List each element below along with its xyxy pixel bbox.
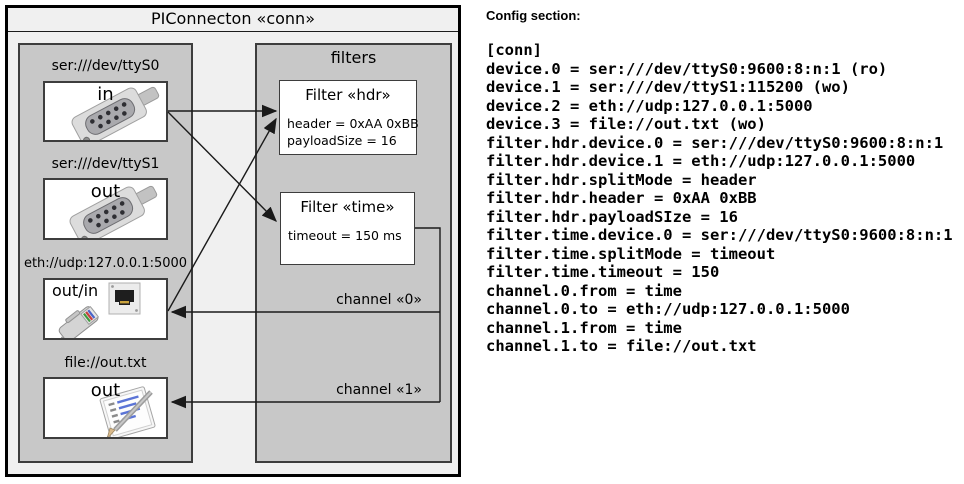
port-label: out: [90, 181, 121, 202]
device-label-file: file://out.txt: [64, 355, 147, 371]
ethernet-connector-icon: [57, 282, 141, 338]
channel-0-label: channel «0»: [336, 292, 422, 308]
filters-panel-title: filters: [330, 48, 377, 67]
device-label-eth: eth://udp:127.0.0.1:5000: [23, 256, 188, 271]
frame-title: PIConnecton «conn»: [151, 9, 315, 28]
config-heading: Config section:: [486, 8, 581, 23]
device-label-ttys0: ser:///dev/ttyS0: [51, 58, 160, 74]
filter-title: Filter «time»: [300, 198, 395, 216]
device-box-ttys1: out: [43, 178, 168, 240]
device-box-file: out: [43, 377, 168, 439]
serial-connector-icon: [71, 86, 160, 140]
frame-title-divider: [8, 31, 458, 32]
port-label: out: [90, 380, 121, 401]
filter-properties: timeout = 150 ms: [288, 228, 402, 243]
filter-box-hdr: Filter «hdr» header = 0xAA 0xBB payloadS…: [279, 80, 419, 155]
channel-1-label: channel «1»: [336, 382, 422, 398]
filter-box-time: Filter «time» timeout = 150 ms: [280, 192, 415, 265]
device-box-ttys0: in: [43, 81, 168, 142]
filter-properties: header = 0xAA 0xBB payloadSize = 16: [287, 116, 419, 148]
config-listing: [conn] device.0 = ser:///dev/ttyS0:9600:…: [486, 41, 953, 355]
device-label-ttys1: ser:///dev/ttyS1: [51, 156, 160, 172]
notepad-icon: [99, 386, 156, 437]
filter-title: Filter «hdr»: [305, 86, 391, 104]
serial-connector-icon: [69, 185, 158, 238]
port-label: in: [97, 84, 114, 105]
device-box-eth: out/in: [43, 278, 168, 340]
port-label: out/in: [52, 281, 99, 300]
